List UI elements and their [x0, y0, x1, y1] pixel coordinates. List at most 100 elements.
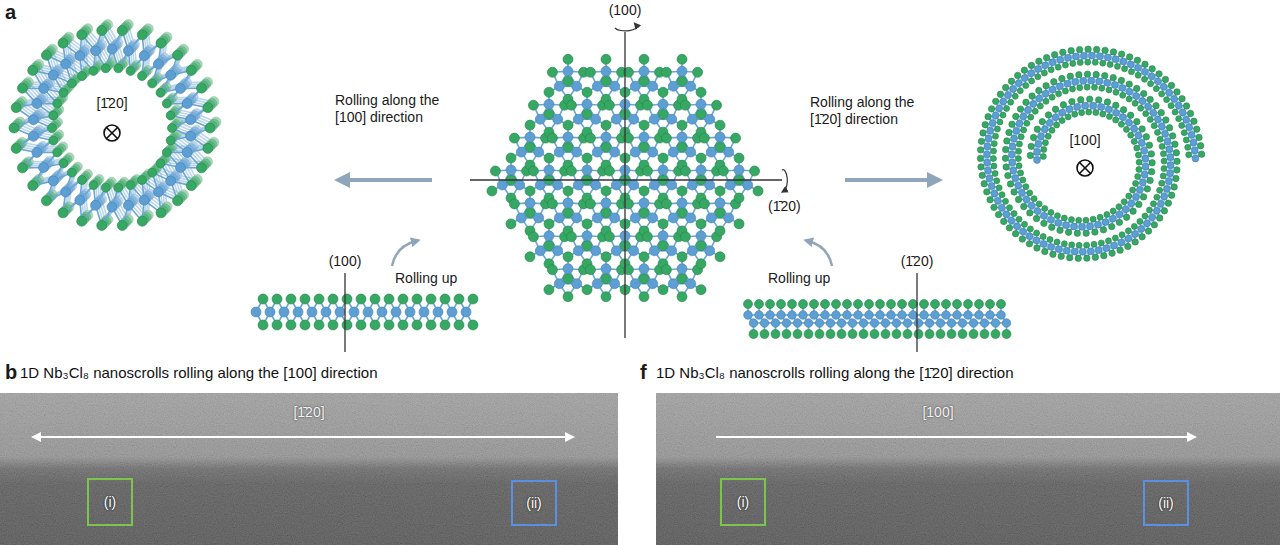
atom: [696, 153, 706, 163]
atom: [639, 252, 649, 262]
atom: [553, 114, 563, 124]
atom: [648, 147, 658, 157]
atom: [166, 136, 175, 145]
atom: [715, 186, 725, 196]
atom: [696, 109, 706, 119]
tube-layer: [13, 22, 219, 227]
atom: [58, 208, 68, 218]
atom: [601, 132, 611, 142]
atom: [610, 147, 620, 157]
atom: [591, 114, 601, 124]
atom: [630, 279, 640, 289]
atom: [544, 153, 554, 163]
atom: [686, 147, 696, 157]
atom: [677, 264, 687, 274]
atom: [544, 231, 554, 241]
atom: [148, 79, 157, 88]
atom: [166, 70, 176, 80]
atom: [77, 216, 87, 226]
atom: [153, 59, 163, 69]
axis-arrow: [36, 436, 570, 438]
atom: [162, 148, 171, 157]
atom: [629, 246, 639, 256]
atom: [642, 232, 652, 242]
atom: [649, 114, 659, 124]
atom: [677, 252, 687, 262]
atom: [601, 120, 611, 130]
atom: [554, 279, 564, 289]
atom: [528, 166, 538, 176]
atom: [572, 279, 582, 289]
atom: [554, 81, 564, 91]
atom: [668, 81, 678, 91]
atom: [59, 159, 68, 168]
atom: [563, 186, 573, 196]
atom: [639, 54, 649, 64]
atom: [525, 120, 535, 130]
atom: [601, 274, 611, 284]
atom: [107, 44, 117, 54]
atom: [563, 292, 573, 302]
atom: [731, 133, 741, 143]
atom: [715, 120, 725, 130]
atom: [668, 213, 678, 223]
atom: [32, 99, 42, 109]
atom: [156, 208, 166, 218]
tube-layer: [11, 24, 217, 229]
atom: [696, 241, 706, 251]
atom: [725, 180, 735, 190]
atom: [601, 76, 611, 86]
atom: [17, 83, 27, 93]
atom: [667, 114, 677, 124]
atom: [686, 81, 696, 91]
atom: [78, 72, 87, 81]
atom: [582, 241, 592, 251]
atom: [611, 246, 621, 256]
atom: [544, 219, 554, 229]
atom: [724, 147, 734, 157]
atom: [582, 99, 592, 109]
atom: [156, 38, 166, 48]
atom: [535, 180, 545, 190]
atom: [547, 199, 557, 209]
atom: [544, 165, 554, 175]
atom: [582, 87, 592, 97]
atom: [604, 100, 614, 110]
atom: [696, 165, 706, 175]
atom: [639, 274, 649, 284]
atom: [630, 213, 640, 223]
atom: [28, 65, 38, 75]
atom: [101, 64, 110, 73]
nanoscroll-structure: [977, 46, 1205, 262]
atom: [693, 67, 703, 77]
atom: [49, 111, 58, 120]
atom: [601, 198, 611, 208]
atom: [89, 181, 98, 190]
atom: [718, 166, 728, 176]
atom: [535, 114, 545, 124]
atom: [573, 180, 583, 190]
atom: [547, 265, 557, 275]
atom: [686, 279, 696, 289]
atom: [509, 133, 519, 143]
atom: [175, 163, 185, 173]
atom: [677, 132, 687, 142]
atom: [534, 213, 544, 223]
atom: [677, 76, 687, 86]
atom: [706, 147, 716, 157]
atom: [639, 76, 649, 86]
tube-layer: [9, 26, 215, 231]
atom: [547, 133, 557, 143]
atom: [67, 168, 76, 177]
atom: [544, 241, 554, 251]
atom: [696, 87, 706, 97]
atom: [138, 72, 147, 81]
atom: [89, 66, 98, 75]
atom: [601, 186, 611, 196]
atom: [166, 111, 175, 120]
atom: [705, 180, 715, 190]
atom: [658, 231, 668, 241]
atom: [677, 120, 687, 130]
atom: [32, 147, 42, 157]
